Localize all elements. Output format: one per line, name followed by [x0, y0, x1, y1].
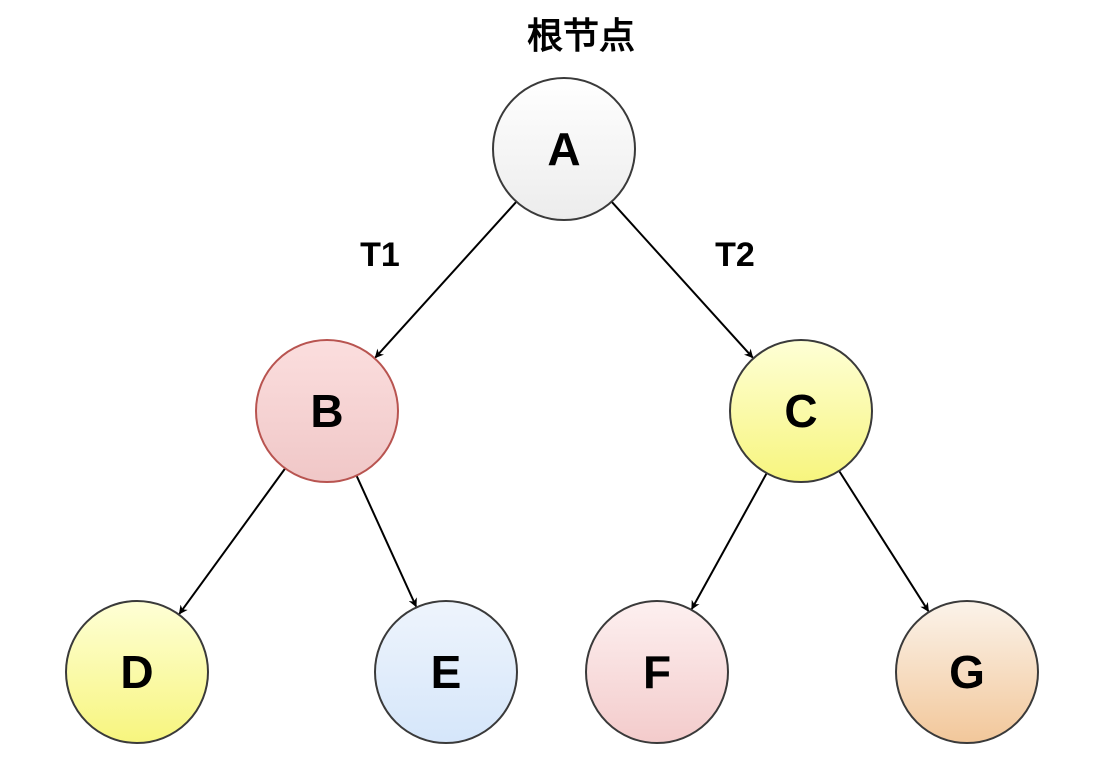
node-e-circle: [374, 600, 518, 744]
edge-label-t1: T1: [360, 236, 400, 274]
node-e-label: E: [431, 646, 462, 698]
node-g-circle: [895, 600, 1039, 744]
edge-a-c: [610, 201, 754, 359]
node-f-label: F: [643, 646, 671, 698]
node-c-label: C: [784, 385, 817, 437]
edges-layer: [178, 201, 930, 615]
node-a-label: A: [547, 123, 580, 175]
node-g: G: [895, 600, 1039, 744]
node-c: C: [729, 339, 873, 483]
node-a-circle: [492, 77, 636, 221]
edge-c-g: [838, 470, 930, 612]
node-d: D: [65, 600, 209, 744]
node-a: A: [492, 77, 636, 221]
node-b: B: [255, 339, 399, 483]
edge-label-t2: T2: [715, 236, 755, 274]
node-f-circle: [585, 600, 729, 744]
node-b-circle: [255, 339, 399, 483]
node-b-label: B: [310, 385, 343, 437]
edge-b-e: [355, 475, 418, 608]
node-e: E: [374, 600, 518, 744]
node-f: F: [585, 600, 729, 744]
node-d-label: D: [120, 646, 153, 698]
node-d-circle: [65, 600, 209, 744]
root-title: 根节点: [527, 16, 635, 57]
node-c-circle: [729, 339, 873, 483]
edge-b-d: [178, 467, 287, 615]
node-g-label: G: [949, 646, 985, 698]
edge-a-b: [374, 201, 518, 359]
edge-c-f: [690, 472, 768, 610]
